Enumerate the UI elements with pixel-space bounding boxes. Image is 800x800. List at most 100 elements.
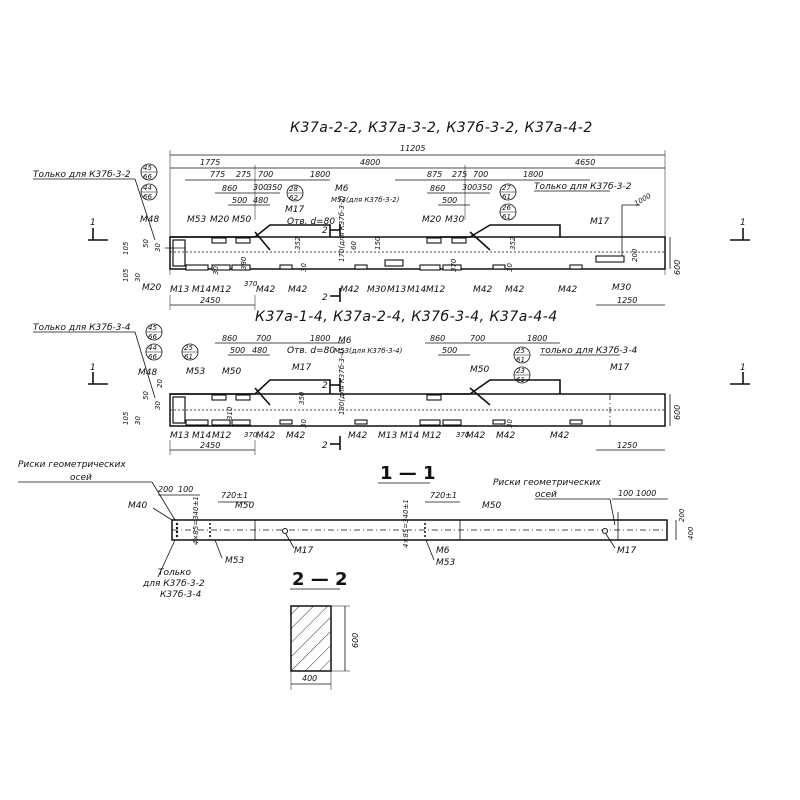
dim-700: 700 xyxy=(256,334,271,343)
label-m50: М50 xyxy=(222,367,241,377)
dim-875: 875 xyxy=(427,170,442,179)
plate-m20b xyxy=(426,237,442,244)
label-m12b: М12 xyxy=(422,431,441,441)
vert-left: 4×85=340±1 xyxy=(192,496,200,545)
only-3: К37б-3-4 xyxy=(160,590,202,600)
label-m50: М50 xyxy=(232,215,251,225)
dim-105: 105 xyxy=(122,268,130,282)
plate-m30c xyxy=(595,255,625,263)
dim-180: 180(для К37б-3-4) xyxy=(338,348,346,415)
plate-m42b xyxy=(354,264,368,270)
risk-right-1: Риски геометрических xyxy=(493,478,601,488)
section-mark-2: 2 2 xyxy=(322,378,341,451)
circle-top-text: 45 xyxy=(143,164,152,172)
section-1-1-title: 1 — 1 xyxy=(380,463,436,484)
circle-bottom-text: 66 xyxy=(143,193,152,201)
plate-m50 xyxy=(235,237,251,244)
section-label: 2 xyxy=(322,441,328,451)
beam-step-left xyxy=(170,224,331,238)
dim-50: 50 xyxy=(142,239,150,248)
dim-105b: 105 xyxy=(122,241,130,255)
dim-275: 275 xyxy=(236,170,251,179)
dim-30b: 30 xyxy=(154,243,162,252)
dim-720a: 720±1 xyxy=(221,491,248,500)
only-left-label: Только для К37б-3-2 xyxy=(33,170,131,180)
label-m30: М30 xyxy=(367,285,386,295)
label-m42f: М42 xyxy=(558,285,577,295)
section-mark-2-top: 2 2 xyxy=(322,224,341,303)
label-m14b: М14 xyxy=(400,431,419,441)
dim-4650: 4650 xyxy=(575,158,595,167)
dim-370: 370 xyxy=(450,258,458,272)
label-m48: М48 xyxy=(140,215,159,225)
label-m20: М20 xyxy=(210,215,229,225)
label-m12: М12 xyxy=(212,285,231,295)
label-m53: М53 xyxy=(225,556,244,566)
dim-370b: 370 xyxy=(244,280,258,288)
dim-30b: 30 xyxy=(154,401,162,410)
only-1: Только xyxy=(158,568,191,578)
dim-1800b: 1800 xyxy=(527,334,547,343)
label-m13: М13 xyxy=(170,285,189,295)
circle-bottom-text: 66 xyxy=(148,333,157,341)
dim-275b: 275 xyxy=(452,170,467,179)
dim-2450: 2450 xyxy=(200,296,220,305)
label-m6: М6 xyxy=(335,184,349,194)
risk-left-2: осей xyxy=(70,473,92,483)
circle-top-text: 23 xyxy=(516,367,525,375)
dim-720b: 720±1 xyxy=(430,491,457,500)
plate-m50 xyxy=(235,394,251,401)
dim-860b: 860 xyxy=(430,334,445,343)
dim-30d: 30 xyxy=(212,266,220,275)
risk-left-1: Риски геометрических xyxy=(18,460,126,470)
dim-352: 352 xyxy=(294,236,302,250)
plate-m42d xyxy=(492,264,506,270)
dim-total: 11205 xyxy=(400,144,425,153)
dim-500: 500 xyxy=(230,346,245,355)
dim-380: 380 xyxy=(240,256,248,270)
dim-860b: 860 xyxy=(430,184,445,193)
label-m48: М48 xyxy=(138,368,157,378)
plate-m42 xyxy=(279,419,293,425)
dim-200b: 200 xyxy=(678,508,686,522)
label-m6: М6 xyxy=(338,336,352,346)
section-label: 1 xyxy=(90,363,96,373)
dim-50: 50 xyxy=(142,391,150,400)
dim-480: 480 xyxy=(252,346,267,355)
dim-400: 400 xyxy=(302,674,317,683)
circle-top-text: 44 xyxy=(143,184,152,192)
dim-20: 20 xyxy=(156,379,164,388)
plate-m20 xyxy=(211,237,227,244)
plate-m14b xyxy=(442,264,462,271)
plate-m42 xyxy=(279,264,293,270)
dim-700: 700 xyxy=(258,170,273,179)
section-label: 2 xyxy=(322,226,328,236)
label-otv: Отв. d=80 xyxy=(287,346,335,356)
label-m42e: М42 xyxy=(505,285,524,295)
plate-m14 xyxy=(211,419,231,426)
label-m40: М40 xyxy=(128,501,147,511)
risk-right-2: осей xyxy=(535,490,557,500)
dim-600: 600 xyxy=(673,405,682,420)
section-mark-1-right: 1 xyxy=(730,363,750,385)
label-m13b: М13 xyxy=(387,285,406,295)
anchor-group-left xyxy=(171,522,211,538)
dim-1800: 1800 xyxy=(310,334,330,343)
label-m42c: М42 xyxy=(348,431,367,441)
plate-m42b xyxy=(354,419,368,425)
circle-top-text: 26 xyxy=(502,204,511,212)
dim-4800: 4800 xyxy=(360,158,380,167)
label-m17: М17 xyxy=(294,546,313,556)
only-left-label: Только для К37б-3-4 xyxy=(33,323,131,333)
dim-150: 150 xyxy=(374,236,382,250)
plate-m53 xyxy=(211,394,227,401)
dim-500: 500 xyxy=(232,196,247,205)
label-m17: М17 xyxy=(285,205,304,215)
dim-310: 310 xyxy=(226,406,234,420)
plate-m30b xyxy=(451,237,467,244)
dim-370: 370 xyxy=(244,431,258,439)
label-m53note: М53(для К37б-3-4) xyxy=(334,347,403,355)
label-m17b: М17 xyxy=(617,546,636,556)
dim-170: 170(для К37б-3-2) xyxy=(338,195,346,262)
